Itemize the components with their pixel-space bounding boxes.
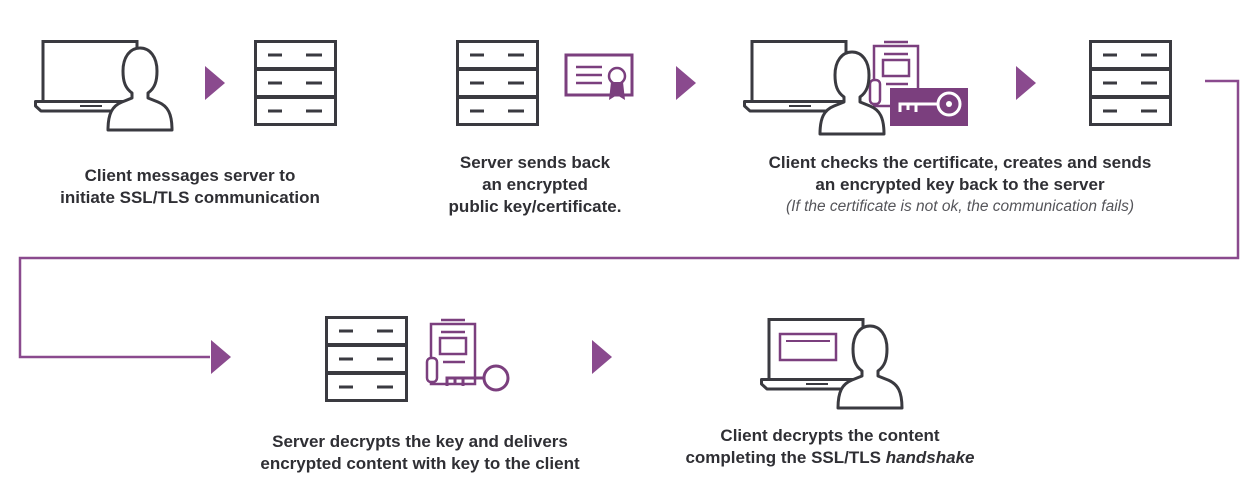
arrow-right-icon <box>676 66 696 100</box>
server-icon <box>325 316 408 402</box>
caption-line: Server sends back <box>459 153 611 172</box>
key-icon <box>445 364 510 392</box>
document-icon <box>425 318 477 386</box>
caption-line: completing the SSL/TLS handshake <box>650 447 1010 469</box>
caption-line: encrypted content with key to the client <box>260 454 580 473</box>
caption-line: initiate SSL/TLS communication <box>60 188 320 207</box>
arrow-right-icon <box>592 340 612 374</box>
step-2-caption: Server sends back an encrypted public ke… <box>410 152 660 218</box>
caption-line: an encrypted key back to the server <box>815 175 1105 194</box>
arrow-right-icon <box>205 66 225 100</box>
caption-line: public key/certificate. <box>448 197 622 216</box>
step-5-caption: Client decrypts the content completing t… <box>650 425 1010 469</box>
caption-line: Server decrypts the key and delivers <box>272 432 568 451</box>
step-4-caption: Server decrypts the key and delivers enc… <box>200 431 640 475</box>
caption-emphasis: handshake <box>885 448 975 467</box>
key-icon <box>890 88 968 126</box>
caption-line-prefix: completing the SSL/TLS <box>685 448 886 467</box>
caption-note: (If the certificate is not ok, the commu… <box>785 198 1135 215</box>
arrow-right-icon <box>211 340 231 374</box>
connector-line <box>18 79 1240 359</box>
arrow-right-icon <box>1016 66 1036 100</box>
caption-line: Client checks the certificate, creates a… <box>768 153 1152 172</box>
laptop-icon <box>760 318 874 391</box>
caption-line: Client decrypts the content <box>720 426 940 445</box>
step-3-caption: Client checks the certificate, creates a… <box>700 152 1220 218</box>
certificate-icon <box>564 53 634 100</box>
server-icon <box>456 40 539 126</box>
server-icon <box>1089 40 1172 126</box>
step-1-caption: Client messages server to initiate SSL/T… <box>20 165 360 209</box>
server-icon <box>254 40 337 126</box>
caption-line: Client messages server to <box>84 166 296 185</box>
caption-line: an encrypted <box>482 175 588 194</box>
